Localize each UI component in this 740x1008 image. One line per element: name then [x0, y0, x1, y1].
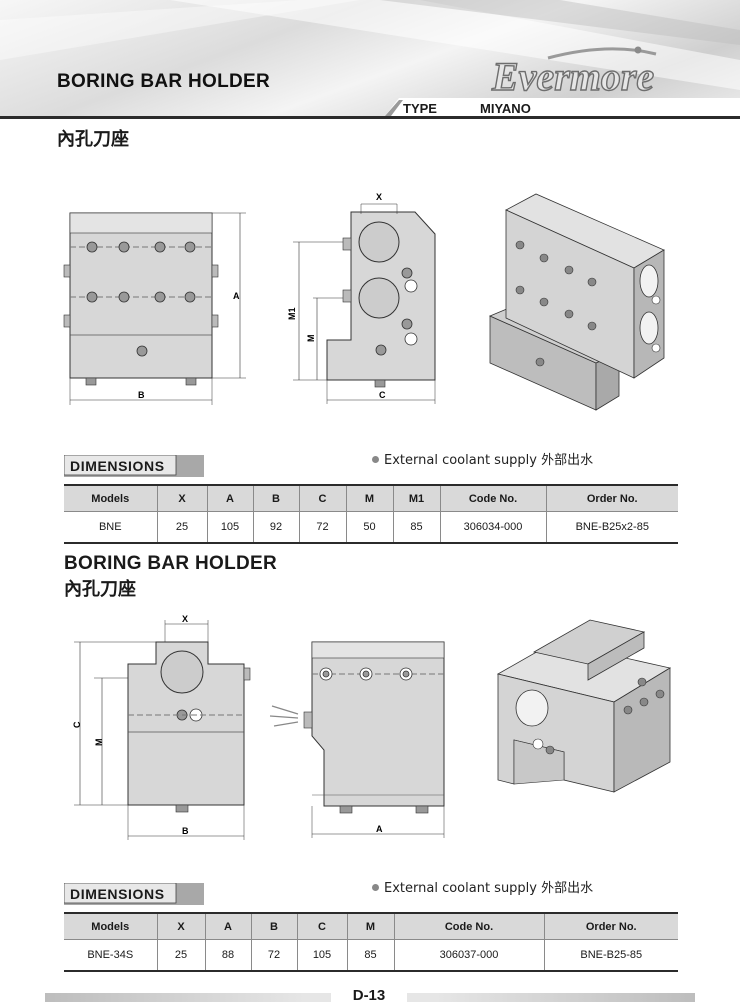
header-rule — [0, 116, 740, 119]
column-header: M — [345, 484, 393, 512]
column-header: C — [296, 912, 347, 940]
table-cell: BNE-B25x2-85 — [545, 511, 678, 544]
drawing1-side-view: X M1 M C — [287, 192, 436, 404]
section2-title: BORING BAR HOLDER — [64, 553, 278, 574]
column-header: Order No. — [543, 912, 678, 940]
column-header: Models — [64, 484, 157, 512]
table-cell: 85 — [392, 511, 440, 544]
section1-spec-table: Models X A B C M M1 Code No. Order No. B… — [64, 484, 678, 544]
column-header: X — [156, 912, 205, 940]
section1-coolant-note: External coolant supply 外部出水 — [372, 449, 593, 468]
column-header: A — [204, 912, 251, 940]
column-header: X — [156, 484, 207, 512]
table-cell: 72 — [250, 939, 297, 972]
table-row: BNE 25 105 92 72 50 85 306034-000 BNE-B2… — [64, 511, 678, 544]
column-header: M1 — [392, 484, 440, 512]
dim-b-label: B — [138, 390, 145, 400]
column-header: Models — [64, 912, 157, 940]
page-number: D-13 — [331, 987, 407, 1008]
table-cell: BNE-B25-85 — [543, 939, 678, 972]
type-band — [385, 98, 740, 116]
table-header-row: Models X A B C M M1 Code No. Order No. — [64, 484, 678, 512]
table-header-row: Models X A B C M Code No. Order No. — [64, 912, 678, 940]
column-header: Order No. — [545, 484, 678, 512]
table-cell: 85 — [346, 939, 394, 972]
page-title: BORING BAR HOLDER — [57, 71, 271, 92]
dim-m-label: M — [306, 335, 316, 343]
section2-coolant-note: External coolant supply 外部出水 — [372, 877, 593, 896]
dim-c-label: C — [379, 390, 386, 400]
column-header: M — [346, 912, 394, 940]
table-cell: 50 — [345, 511, 393, 544]
table-cell: 72 — [298, 511, 346, 544]
table-cell: 88 — [204, 939, 251, 972]
section1-dimensions-tag — [64, 455, 204, 477]
bullet-icon — [372, 884, 379, 891]
drawing2-front-view: X C M B — [72, 614, 251, 840]
dim2-a-label: A — [376, 824, 383, 834]
dim2-x-label: X — [182, 614, 188, 624]
drawing2-side-view: A — [269, 641, 445, 838]
drawing2-isometric-view — [496, 619, 672, 793]
dim-a-label: A — [233, 291, 240, 301]
brand-name: Evermore — [491, 54, 654, 99]
table-cell: 306037-000 — [393, 939, 544, 972]
dim2-b-label: B — [182, 826, 189, 836]
section2-title-cn: 內孔刀座 — [64, 579, 136, 600]
table-cell: 25 — [156, 511, 207, 544]
table-cell: 92 — [252, 511, 299, 544]
dim-x-label: X — [376, 192, 382, 202]
drawing1-front-view: A B — [63, 212, 246, 405]
table-cell: BNE — [64, 511, 157, 544]
dim2-m-label: M — [94, 739, 104, 747]
column-header: B — [250, 912, 297, 940]
table-cell: 306034-000 — [439, 511, 546, 544]
brand-logo: Evermore — [490, 46, 657, 100]
type-value: MIYANO — [480, 101, 531, 116]
column-header: Code No. — [393, 912, 544, 940]
page-subtitle-cn: 內孔刀座 — [57, 129, 129, 150]
table-cell: 25 — [156, 939, 205, 972]
column-header: A — [206, 484, 253, 512]
section2-dimensions-tag — [64, 883, 204, 905]
section2-spec-table: Models X A B C M Code No. Order No. BNE-… — [64, 912, 678, 972]
table-cell: 105 — [206, 511, 253, 544]
type-label: TYPE — [403, 101, 437, 116]
dim2-c-label: C — [72, 721, 82, 728]
drawing1-isometric-view — [488, 193, 665, 411]
column-header: C — [298, 484, 346, 512]
header-streaks — [0, 0, 740, 90]
table-cell: BNE-34S — [64, 939, 157, 972]
column-header: Code No. — [439, 484, 546, 512]
section1-dimensions-label: DIMENSIONS — [70, 458, 165, 474]
table-cell: 105 — [296, 939, 347, 972]
column-header: B — [252, 484, 299, 512]
table-row: BNE-34S 25 88 72 105 85 306037-000 BNE-B… — [64, 939, 678, 972]
section2-dimensions-label: DIMENSIONS — [70, 886, 165, 902]
bullet-icon — [372, 456, 379, 463]
dim-m1-label: M1 — [287, 307, 297, 320]
